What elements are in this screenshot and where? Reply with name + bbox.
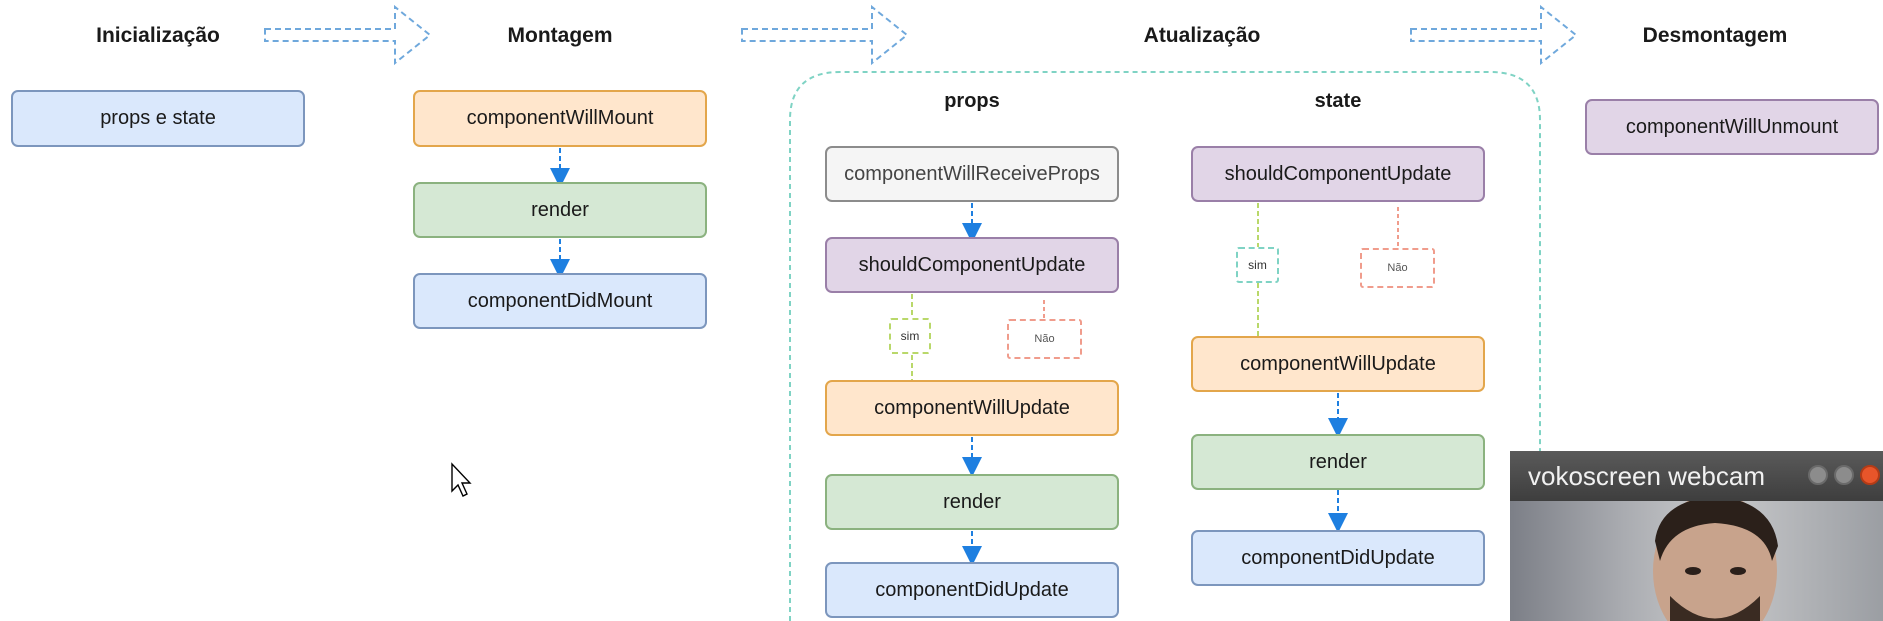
- webcam-video-feed: [1510, 493, 1883, 621]
- mouse-cursor-icon: [451, 462, 472, 497]
- close-icon[interactable]: [1860, 465, 1880, 485]
- webcam-title: vokoscreen webcam: [1528, 460, 1765, 491]
- webcam-person-image: [1653, 493, 1778, 621]
- component-will-unmount-box: componentWillUnmount: [1585, 99, 1879, 155]
- props-component-will-receive-props-box: componentWillReceiveProps: [825, 146, 1119, 202]
- state-component-did-update-box: componentDidUpdate: [1191, 530, 1485, 586]
- state-render-box: render: [1191, 434, 1485, 490]
- stage-arrow-2: [741, 4, 909, 66]
- props-component-will-update-box: componentWillUpdate: [825, 380, 1119, 436]
- props-no-label: Não: [1007, 319, 1082, 359]
- state-yes-label: sim: [1236, 247, 1279, 283]
- stage-arrow-3: [1410, 4, 1578, 66]
- props-and-state-box: props e state: [11, 90, 305, 147]
- webcam-titlebar[interactable]: vokoscreen webcam: [1510, 451, 1883, 501]
- stage-title-mount: Montagem: [507, 24, 613, 47]
- maximize-icon[interactable]: [1834, 465, 1854, 485]
- state-should-component-update-box: shouldComponentUpdate: [1191, 146, 1485, 202]
- minimize-icon[interactable]: [1808, 465, 1828, 485]
- webcam-window[interactable]: vokoscreen webcam: [1510, 451, 1883, 621]
- state-component-will-update-box: componentWillUpdate: [1191, 336, 1485, 392]
- props-yes-label: sim: [889, 318, 931, 354]
- props-component-did-update-box: componentDidUpdate: [825, 562, 1119, 618]
- stage-title-init: Inicialização: [96, 24, 220, 47]
- mount-component-will-mount-box: componentWillMount: [413, 90, 707, 147]
- stage-arrow-1: [264, 4, 432, 66]
- stage-title-update: Atualização: [1143, 24, 1261, 47]
- mount-component-did-mount-box: componentDidMount: [413, 273, 707, 329]
- update-props-title: props: [944, 90, 1000, 112]
- stage-title-unmount: Desmontagem: [1642, 24, 1788, 47]
- props-should-component-update-box: shouldComponentUpdate: [825, 237, 1119, 293]
- props-render-box: render: [825, 474, 1119, 530]
- mount-render-box: render: [413, 182, 707, 238]
- state-no-label: Não: [1360, 248, 1435, 288]
- update-group-outline: [789, 71, 1541, 621]
- update-state-title: state: [1314, 90, 1362, 112]
